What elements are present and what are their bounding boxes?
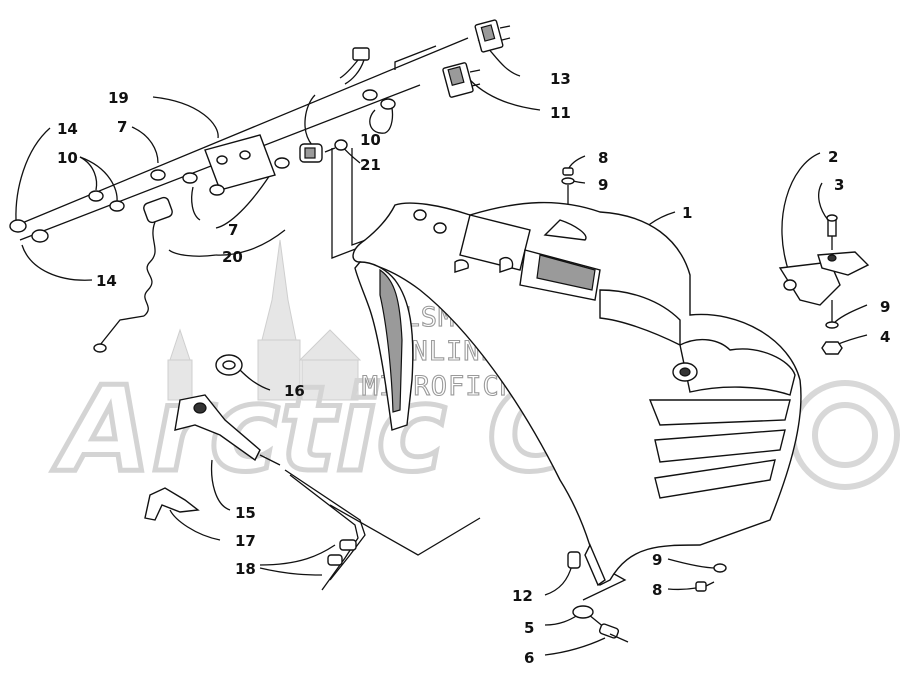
callout-7-top: 7 — [117, 118, 127, 136]
callout-5: 5 — [524, 619, 534, 637]
callout-9-top: 9 — [598, 176, 608, 194]
washer-10-left — [88, 190, 104, 202]
throttle-housing-15 — [174, 394, 281, 466]
callout-10-left: 10 — [57, 149, 78, 167]
callout-19: 19 — [108, 89, 129, 107]
screw-8-bottom — [695, 581, 715, 592]
callout-20: 20 — [222, 248, 243, 266]
callout-1: 1 — [682, 204, 692, 222]
callout-14-bottom: 14 — [96, 272, 117, 290]
callout-17: 17 — [235, 532, 256, 550]
nut-7-low — [209, 184, 225, 196]
callout-8-bottom: 8 — [652, 581, 662, 599]
switch-13 — [474, 19, 511, 53]
nut-7-top — [150, 169, 166, 181]
throttle-lever-17 — [144, 487, 200, 521]
screw-8-top — [561, 167, 575, 185]
callout-21: 21 — [360, 156, 381, 174]
switch-parts — [9, 19, 511, 353]
nut-7-mid — [182, 172, 198, 184]
callout-18: 18 — [235, 560, 256, 578]
tether-switch-20 — [93, 196, 173, 353]
washer-10-left-2 — [109, 200, 125, 212]
callout-2: 2 — [828, 148, 838, 166]
callout-11: 11 — [550, 104, 571, 122]
callout-16: 16 — [284, 382, 305, 400]
callout-3: 3 — [834, 176, 844, 194]
throttle-parts — [144, 354, 366, 591]
washer-9-bottom — [713, 563, 727, 573]
connector-wires — [304, 47, 370, 146]
grommet-16 — [215, 354, 243, 376]
bolt-6 — [598, 623, 629, 643]
switch-11 — [442, 62, 481, 98]
callout-12: 12 — [512, 587, 533, 605]
nut-10-top — [362, 89, 378, 101]
bracket-2 — [778, 251, 870, 306]
console-housing — [352, 201, 802, 587]
washer-5 — [572, 605, 594, 619]
callout-14-top: 14 — [57, 120, 78, 138]
washer-9-right — [825, 321, 839, 329]
nut-14-top — [9, 219, 27, 233]
throttle-cable-18 — [284, 469, 366, 591]
callout-10-top: 10 — [360, 131, 381, 149]
nut-14-bottom — [31, 229, 49, 243]
hardware-parts — [561, 167, 870, 643]
callout-8-top: 8 — [598, 149, 608, 167]
callout-15: 15 — [235, 504, 256, 522]
callout-labels: 1 2 3 4 5 6 7 7 8 8 9 9 9 10 10 11 12 13… — [57, 70, 890, 667]
callout-4: 4 — [880, 328, 890, 346]
nut-4 — [821, 341, 843, 355]
spacer-12 — [567, 551, 581, 569]
washer-10-top — [380, 98, 396, 110]
switch-20 — [299, 143, 323, 163]
callout-13: 13 — [550, 70, 571, 88]
callout-9-bottom: 9 — [652, 551, 662, 569]
nut-7-right — [274, 157, 290, 169]
switch-plate-19 — [204, 134, 276, 191]
callout-9-right: 9 — [880, 298, 890, 316]
screw-21 — [324, 139, 348, 153]
callout-6: 6 — [524, 649, 534, 667]
callout-7-bottom: 7 — [228, 221, 238, 239]
screw-3 — [826, 214, 838, 237]
